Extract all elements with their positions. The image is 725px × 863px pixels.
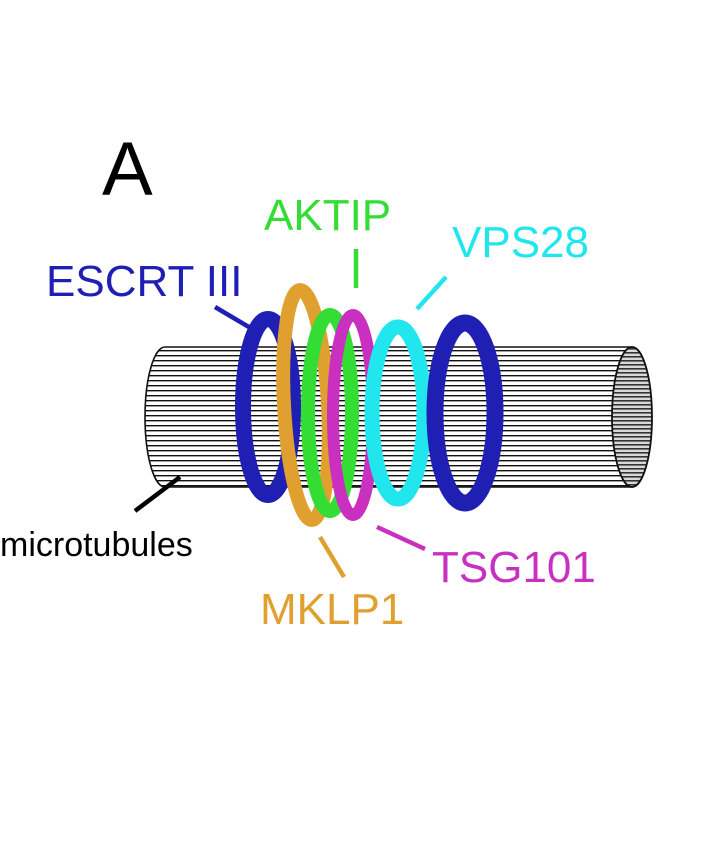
vps28-label: VPS28 [452, 218, 589, 267]
panel-label: A [102, 127, 153, 212]
microtubules-leader-line [133, 475, 182, 513]
mklp1-label: MKLP1 [260, 585, 404, 634]
vps28-leader-line [415, 275, 448, 311]
aktip-label: AKTIP [264, 191, 391, 240]
escrt-ring-left [235, 311, 301, 503]
mklp1-leader-line [318, 535, 346, 579]
microtubules-label: microtubules [0, 526, 193, 564]
tsg101-label: TSG101 [432, 543, 596, 592]
aktip-ring [301, 308, 359, 518]
tsg101-leader-line [376, 524, 426, 552]
microtubule-cylinder [144, 346, 653, 488]
escrt-label: ESCRT III [46, 257, 242, 306]
escrt-leader-line [213, 305, 256, 332]
vps28-ring [364, 319, 432, 507]
escrt-ring-right [426, 314, 504, 512]
protein-rings [235, 283, 504, 527]
cylinder-body [144, 346, 633, 488]
leader-lines [133, 249, 448, 579]
cylinder-end-cap [611, 346, 653, 488]
